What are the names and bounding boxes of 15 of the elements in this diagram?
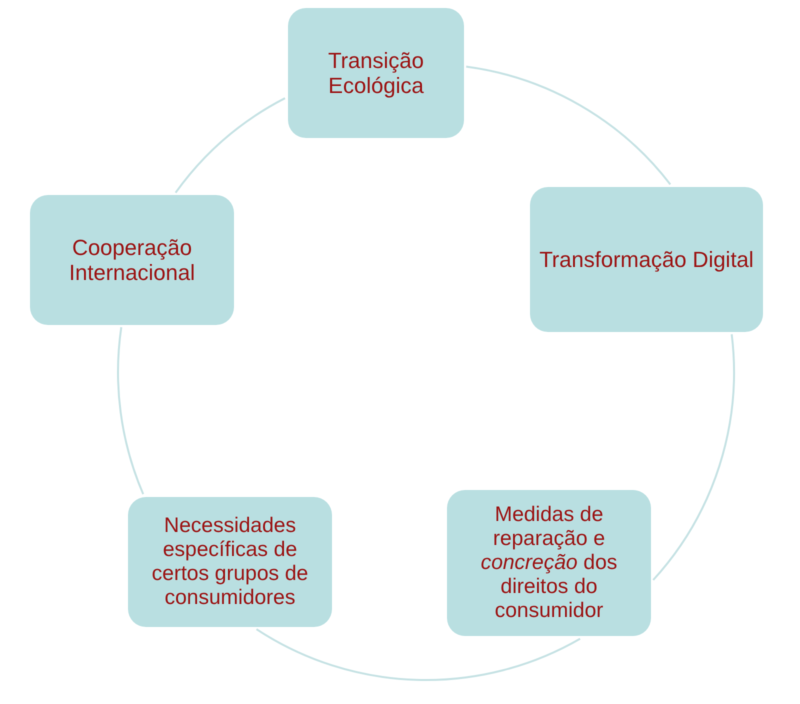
topic-label: Cooperação Internacional	[68, 234, 196, 286]
connector-arc	[117, 327, 144, 494]
topic-label: Transformação Digital	[539, 246, 754, 272]
topic-label: Necessidades específicas de certos grupos de consumidores	[150, 514, 310, 610]
topic-box	[128, 497, 332, 627]
topic-box	[530, 187, 763, 332]
connector-arc	[256, 628, 581, 681]
topic-label: Medidas de reparação e concreção dos direitos do consumidor	[480, 502, 618, 624]
topic-box	[447, 490, 651, 636]
connector-arc	[466, 66, 672, 186]
connector-arc	[652, 334, 735, 581]
topic-box	[288, 8, 464, 138]
topic-label: Transição Ecológica	[327, 48, 425, 98]
connector-arc	[174, 97, 286, 194]
topic-box	[30, 195, 234, 325]
